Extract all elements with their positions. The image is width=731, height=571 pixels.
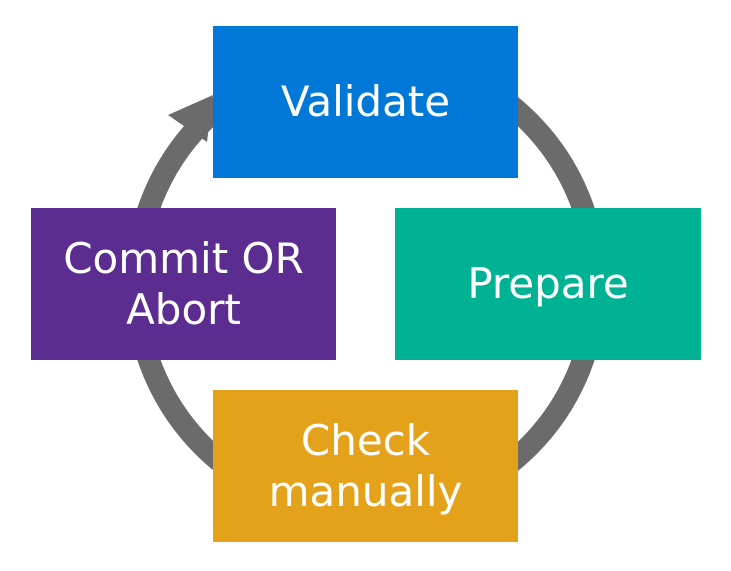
arrowhead-icon (168, 95, 213, 142)
step-commit-or-abort-label: Commit OR Abort (63, 233, 304, 334)
step-validate: Validate (213, 26, 518, 178)
step-prepare-label: Prepare (467, 259, 629, 309)
step-check-manually: Check manually (213, 390, 518, 542)
step-check-manually-label: Check manually (268, 415, 463, 516)
step-validate-label: Validate (280, 77, 451, 127)
step-commit-or-abort: Commit OR Abort (31, 208, 336, 360)
step-prepare: Prepare (395, 208, 701, 360)
